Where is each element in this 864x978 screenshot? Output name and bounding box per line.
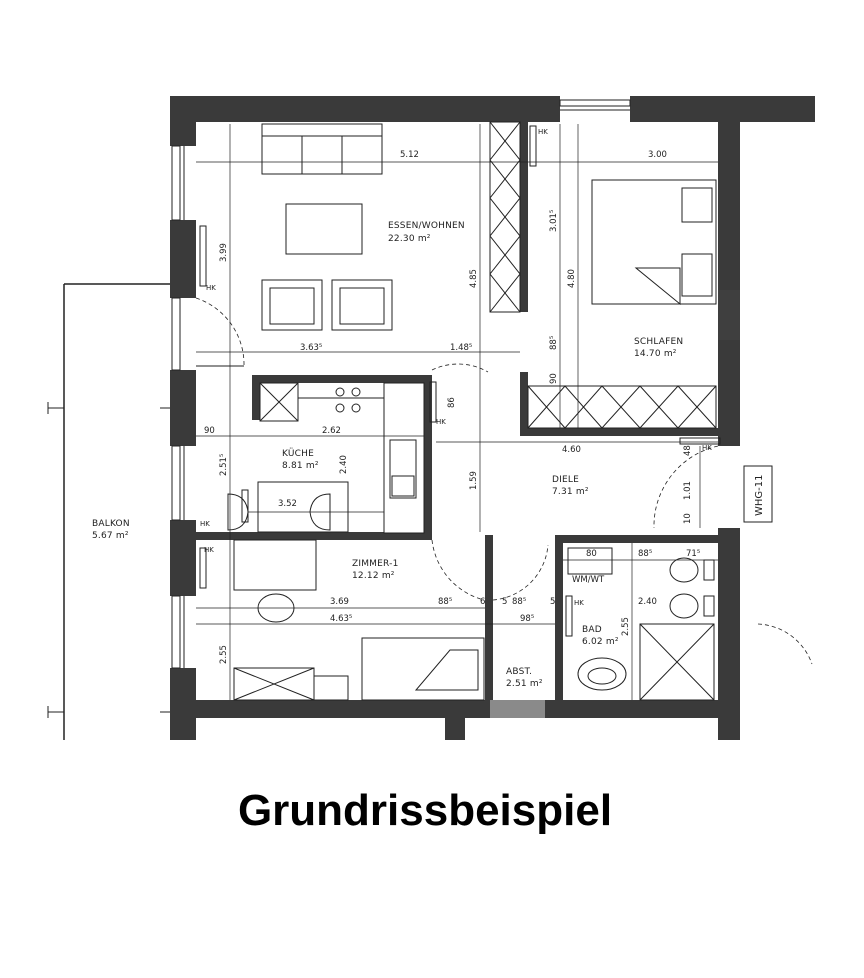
dim-label: 2.40	[638, 597, 657, 607]
room-name-bad: BAD	[582, 625, 602, 635]
dim-label: 5	[502, 597, 507, 607]
dim-label: 4.60	[562, 445, 581, 455]
room-labels: ESSEN/WOHNEN 22.30 m² SCHLAFEN 14.70 m² …	[92, 221, 683, 689]
dim-label: 6	[480, 597, 485, 607]
dim-label: 5	[550, 597, 555, 607]
dim-label: 3.63⁵	[300, 343, 322, 353]
room-name-schlafen: SCHLAFEN	[634, 337, 683, 347]
room-area-balkon: 5.67 m²	[92, 531, 129, 541]
furniture	[199, 121, 721, 701]
hk-label: HK	[200, 520, 210, 528]
room-name-wohnen: ESSEN/WOHNEN	[388, 221, 465, 231]
dim-label: 4.85	[469, 269, 479, 288]
dim-label: 90	[204, 426, 215, 436]
unit-tag: WHG-11	[743, 465, 773, 523]
dim-label: 71⁵	[686, 549, 700, 559]
room-area-diele: 7.31 m²	[552, 487, 589, 497]
dim-label: 2.51⁵	[219, 454, 229, 476]
room-name-kueche: KÜCHE	[282, 448, 314, 459]
dim-label: 2.40	[339, 455, 349, 474]
dim-label: 86	[447, 397, 457, 408]
interior-walls	[196, 122, 720, 718]
dim-label: 4.80	[567, 269, 577, 288]
dim-label: 3.01⁵	[549, 210, 559, 232]
dim-label: 4.63⁵	[330, 614, 352, 624]
dim-label: 10	[683, 513, 693, 524]
room-name-balkon: BALKON	[92, 519, 130, 529]
hk-label: HK	[574, 599, 584, 607]
dim-label: 1.48⁵	[450, 343, 472, 353]
hk-label: HK	[538, 128, 548, 136]
page-title: Grundrissbeispiel	[237, 786, 613, 835]
dimension-labels: 5.12 3.00 3.99 4.85 4.80 3.01⁵ 3.63⁵ 1.4…	[204, 150, 700, 664]
room-area-abst: 2.51 m²	[506, 679, 543, 689]
dim-label: 2.62	[322, 426, 341, 436]
room-area-zimmer: 12.12 m²	[352, 571, 395, 581]
dim-label: 48	[683, 445, 693, 456]
dim-label: 80	[586, 549, 597, 559]
room-area-schlafen: 14.70 m²	[634, 349, 677, 359]
hk-label: HK	[436, 418, 446, 426]
dim-label: 3.52	[278, 499, 297, 509]
dim-label: 88⁵	[512, 597, 526, 607]
hk-label: HK	[204, 546, 214, 554]
exterior-walls	[170, 96, 815, 740]
dim-label: 3.69	[330, 597, 349, 607]
hk-label: HK	[206, 284, 216, 292]
room-name-zimmer: ZIMMER-1	[352, 559, 399, 569]
room-name-diele: DIELE	[552, 475, 579, 485]
dim-label: 3.99	[219, 243, 229, 262]
dim-label: 2.55	[219, 645, 229, 664]
dim-label: 88⁵	[638, 549, 652, 559]
door-swings	[195, 297, 813, 665]
dim-label: 88⁵	[438, 597, 452, 607]
dim-label: 2.55	[621, 617, 631, 636]
dim-label: 98⁵	[520, 614, 534, 624]
room-area-kueche: 8.81 m²	[282, 461, 319, 471]
fixture-wmwt: WM/WT	[572, 575, 605, 585]
dim-label: 5.12	[400, 150, 419, 160]
dim-label: 1.01	[683, 481, 693, 500]
dim-label: 88⁵	[549, 336, 559, 350]
dim-label: 3.00	[648, 150, 667, 160]
radiator-labels: HK HK HK HK HK HK HK	[200, 128, 712, 607]
hk-label: HK	[702, 444, 712, 452]
room-area-wohnen: 22.30 m²	[388, 234, 431, 244]
dimension-lines	[196, 124, 718, 700]
unit-label: WHG-11	[754, 475, 765, 517]
balcony	[47, 283, 170, 740]
room-area-bad: 6.02 m²	[582, 637, 619, 647]
dim-label: 90	[549, 373, 559, 384]
dim-label: 1.59	[469, 471, 479, 490]
room-name-abst: ABST.	[506, 667, 532, 677]
